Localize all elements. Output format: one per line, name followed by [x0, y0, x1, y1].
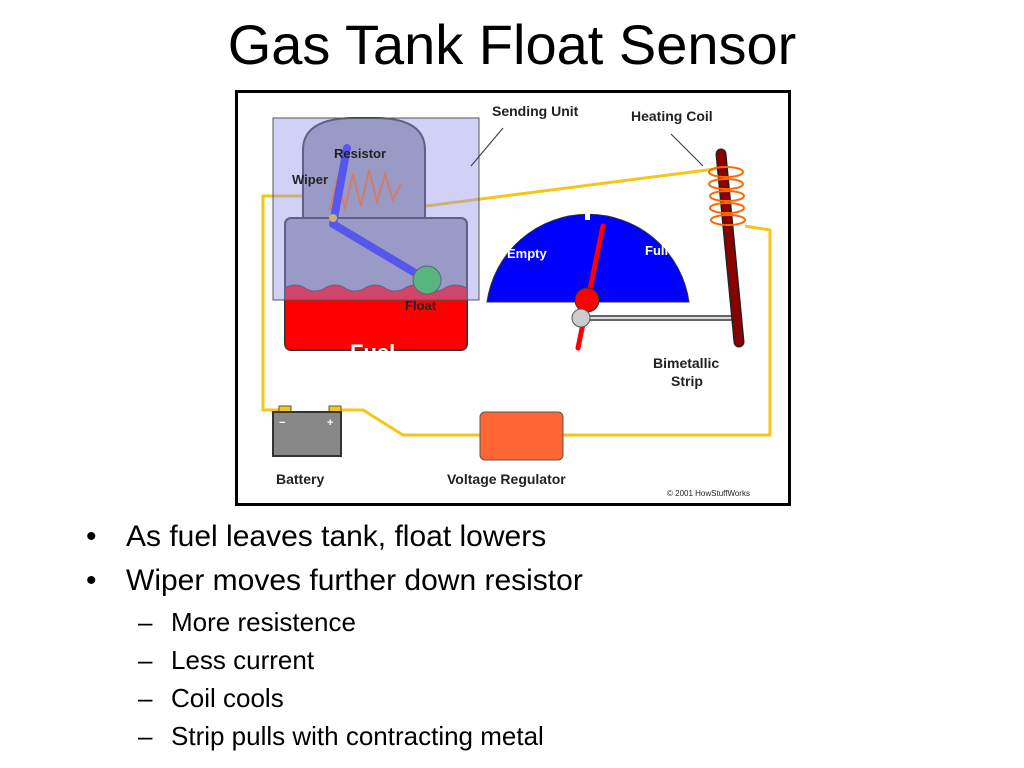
bimetallic-label-line2: Strip — [671, 373, 703, 389]
bullet-item: • As fuel leaves tank, float lowers — [86, 515, 986, 559]
battery — [272, 411, 342, 457]
gauge-needle — [575, 223, 606, 351]
dash-marker: – — [138, 607, 153, 637]
gauge-empty-label: Empty — [507, 246, 548, 261]
sub-bullet-item: – Coil cools — [86, 679, 986, 717]
sending-unit-highlight — [272, 117, 480, 301]
sending-unit-pointer — [470, 127, 504, 167]
dash-marker: – — [138, 645, 153, 675]
copyright-text: © 2001 HowStuffWorks — [667, 489, 750, 498]
battery-plus-sign: + — [327, 417, 333, 429]
voltage-regulator — [479, 411, 564, 461]
gauge-full-label: Full — [645, 243, 668, 258]
dash-marker: – — [138, 683, 153, 713]
sending-unit-label: Sending Unit — [492, 103, 579, 119]
fuel-label: Fuel — [350, 340, 395, 365]
bullet-text: As fuel leaves tank, float lowers — [126, 520, 547, 553]
bullet-marker: • — [86, 520, 97, 553]
bullet-text: Wiper moves further down resistor — [126, 564, 583, 597]
sub-bullet-item: – More resistence — [86, 603, 986, 641]
sub-bullet-text: Strip pulls with contracting metal — [171, 721, 544, 751]
linkage-pivot — [571, 308, 591, 328]
wiper-pivot — [329, 214, 337, 222]
fuel-level — [284, 284, 468, 351]
bimetallic-strip — [717, 150, 743, 346]
fuel-gauge-diagram: Fuel Empty Full Sendi — [235, 90, 791, 506]
dash-marker: – — [138, 721, 153, 751]
heating-coil-label: Heating Coil — [631, 108, 713, 124]
voltage-regulator-label: Voltage Regulator — [447, 471, 566, 487]
sub-bullet-item: – Less current — [86, 641, 986, 679]
sub-bullet-item: – Strip pulls with contracting metal — [86, 717, 986, 755]
resistor-label: Resistor — [334, 146, 386, 161]
sub-bullet-text: More resistence — [171, 607, 356, 637]
battery-label: Battery — [276, 471, 324, 487]
heating-coil — [708, 166, 746, 226]
wiper-label: Wiper — [292, 172, 328, 187]
bullet-list: • As fuel leaves tank, float lowers • Wi… — [86, 515, 986, 755]
wiper-arm — [329, 144, 431, 284]
bimetallic-label-line1: Bimetallic — [653, 355, 719, 371]
bullet-item: • Wiper moves further down resistor — [86, 559, 986, 603]
needle-pivot — [574, 287, 600, 313]
sub-bullet-text: Less current — [171, 645, 315, 675]
bullet-marker: • — [86, 564, 97, 597]
sub-bullet-text: Coil cools — [171, 683, 284, 713]
fuel-gauge-diagram-svg: Fuel Empty Full Sendi — [235, 90, 791, 506]
float-label: Float — [405, 298, 437, 313]
float-ball — [412, 265, 442, 295]
gauge-center-mark — [585, 202, 590, 220]
gauge-dial — [486, 213, 690, 303]
heating-coil-pointer — [670, 133, 704, 167]
slide-title: Gas Tank Float Sensor — [227, 13, 797, 76]
battery-minus-sign: − — [279, 417, 285, 429]
